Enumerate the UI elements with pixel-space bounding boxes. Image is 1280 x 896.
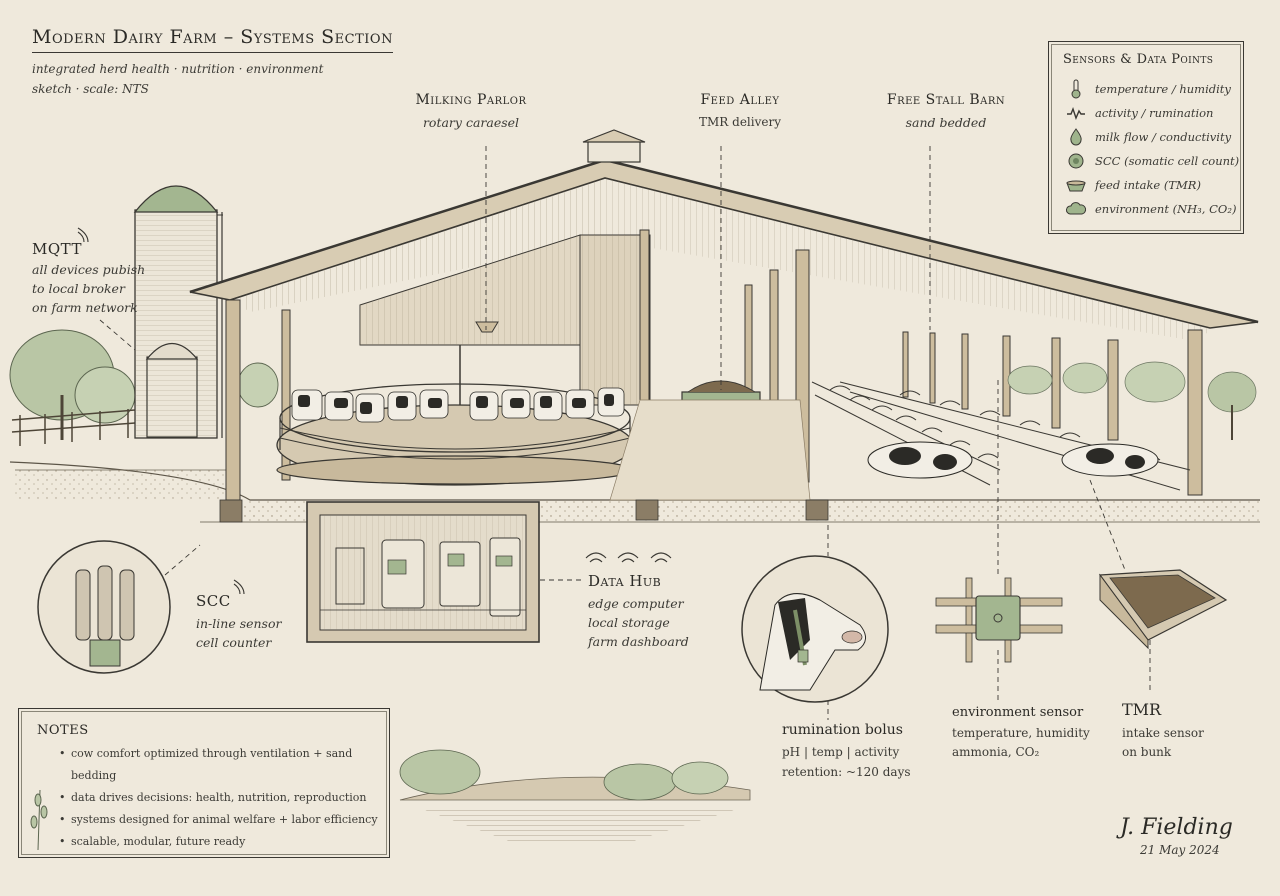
signature-date: 21 May 2024 (1140, 843, 1220, 857)
env-sensor-line-1: temperature, humidity (952, 726, 1090, 740)
activity-icon (1067, 106, 1085, 120)
milking-parlor-sub: rotary caraesel (422, 115, 520, 130)
legend-item-scc: SCC (somatic cell count) (1065, 150, 1239, 172)
rotary-parlor (276, 321, 634, 486)
subtitle-line-2: sketch · scale: NTS (32, 82, 149, 96)
data-hub-line-3: farm dashboard (588, 634, 689, 649)
cloud-icon (1066, 202, 1087, 215)
data-hub-line-1: edge computer (588, 596, 684, 611)
tmr-title: TMR (1122, 700, 1162, 719)
silo-small (145, 343, 199, 438)
bolus-line-1: pH | temp | activity (782, 745, 900, 759)
mqtt-line-1: all devices pubish (32, 262, 146, 277)
feed-alley-floor (609, 399, 811, 501)
footings (219, 499, 829, 523)
env-sensor-detail (935, 577, 1063, 663)
signature: J. Fielding (1120, 815, 1233, 840)
legend-label: activity / rumination (1095, 106, 1214, 120)
env-sensor-title: environment sensor (952, 705, 1084, 720)
barn-roof (189, 129, 1259, 342)
drop-icon (1070, 128, 1082, 146)
data-hub-room (306, 501, 540, 643)
mqtt-line-3: on farm network (32, 300, 138, 315)
legend-item-environment: environment (NH₃, CO₂) (1065, 198, 1236, 220)
notes-title: NOTES (37, 723, 89, 738)
parlor-back-wall (359, 234, 651, 406)
list-item: data drives decisions: health, nutrition… (59, 787, 389, 809)
legend-item-milk-flow: milk flow / conductivity (1065, 126, 1231, 148)
data-hub-title: Data Hub (588, 572, 662, 590)
legend-title: Sensors & Data Points (1063, 52, 1214, 67)
feed-alley-title: Feed Alley (700, 92, 780, 108)
legend-item-activity: activity / rumination (1065, 102, 1213, 124)
left-fence (11, 409, 136, 446)
tmr-line-2: on bunk (1122, 745, 1172, 759)
mqtt-line-2: to local broker (32, 281, 125, 296)
bolus-inset (741, 555, 889, 703)
data-hub-line-2: local storage (588, 615, 670, 630)
milking-parlor-title: Milking Parlor (415, 92, 527, 108)
scc-line-1: in-line sensor (196, 616, 282, 631)
resting-cows (867, 441, 1159, 479)
legend-item-feed-intake: feed intake (TMR) (1065, 174, 1201, 196)
left-trees (9, 329, 279, 440)
wheat-doodle (30, 789, 48, 851)
legend-label: environment (NH₃, CO₂) (1095, 202, 1237, 216)
legend-label: feed intake (TMR) (1095, 178, 1201, 192)
cell-icon (1068, 153, 1084, 169)
list-item: cow comfort optimized through ventilatio… (59, 743, 389, 787)
bolus-title: rumination bolus (782, 722, 903, 738)
scc-inset (37, 540, 171, 674)
legend-label: milk flow / conductivity (1095, 130, 1232, 144)
sensor-legend: Sensors & Data Points temperature / humi… (1048, 41, 1244, 234)
free-stall-sub: sand bedded (905, 115, 987, 130)
env-sensor-line-2: ammonia, CO₂ (952, 745, 1040, 759)
bowl-icon (1066, 180, 1086, 192)
notes-list: cow comfort optimized through ventilatio… (59, 743, 389, 853)
subtitle-line-1: integrated herd health · nutrition · env… (32, 62, 324, 76)
tmr-bunk-detail (1098, 569, 1228, 650)
signal-marks (77, 227, 672, 595)
bolus-line-2: retention: ~120 days (782, 765, 911, 779)
free-stall-title: Free Stall Barn (886, 92, 1006, 108)
legend-item-temperature: temperature / humidity (1065, 78, 1231, 100)
feed-alley-sub: TMR delivery (699, 115, 781, 129)
scc-title: SCC (196, 592, 231, 610)
legend-label: temperature / humidity (1095, 82, 1231, 96)
scc-line-2: cell counter (196, 635, 272, 650)
right-trees (1007, 361, 1257, 440)
page-title: Modern Dairy Farm – Systems Section (32, 26, 393, 53)
notes-box: NOTES cow comfort optimized through vent… (18, 708, 390, 858)
thermometer-icon (1071, 79, 1081, 99)
mqtt-title: MQTT (32, 240, 82, 258)
legend-label: SCC (somatic cell count) (1095, 154, 1240, 168)
list-item: scalable, modular, future ready (59, 831, 389, 853)
tmr-line-1: intake sensor (1122, 726, 1204, 740)
list-item: systems designed for animal welfare + la… (59, 809, 389, 831)
leader-lines (99, 146, 1151, 720)
landscape-vignette (399, 749, 751, 845)
